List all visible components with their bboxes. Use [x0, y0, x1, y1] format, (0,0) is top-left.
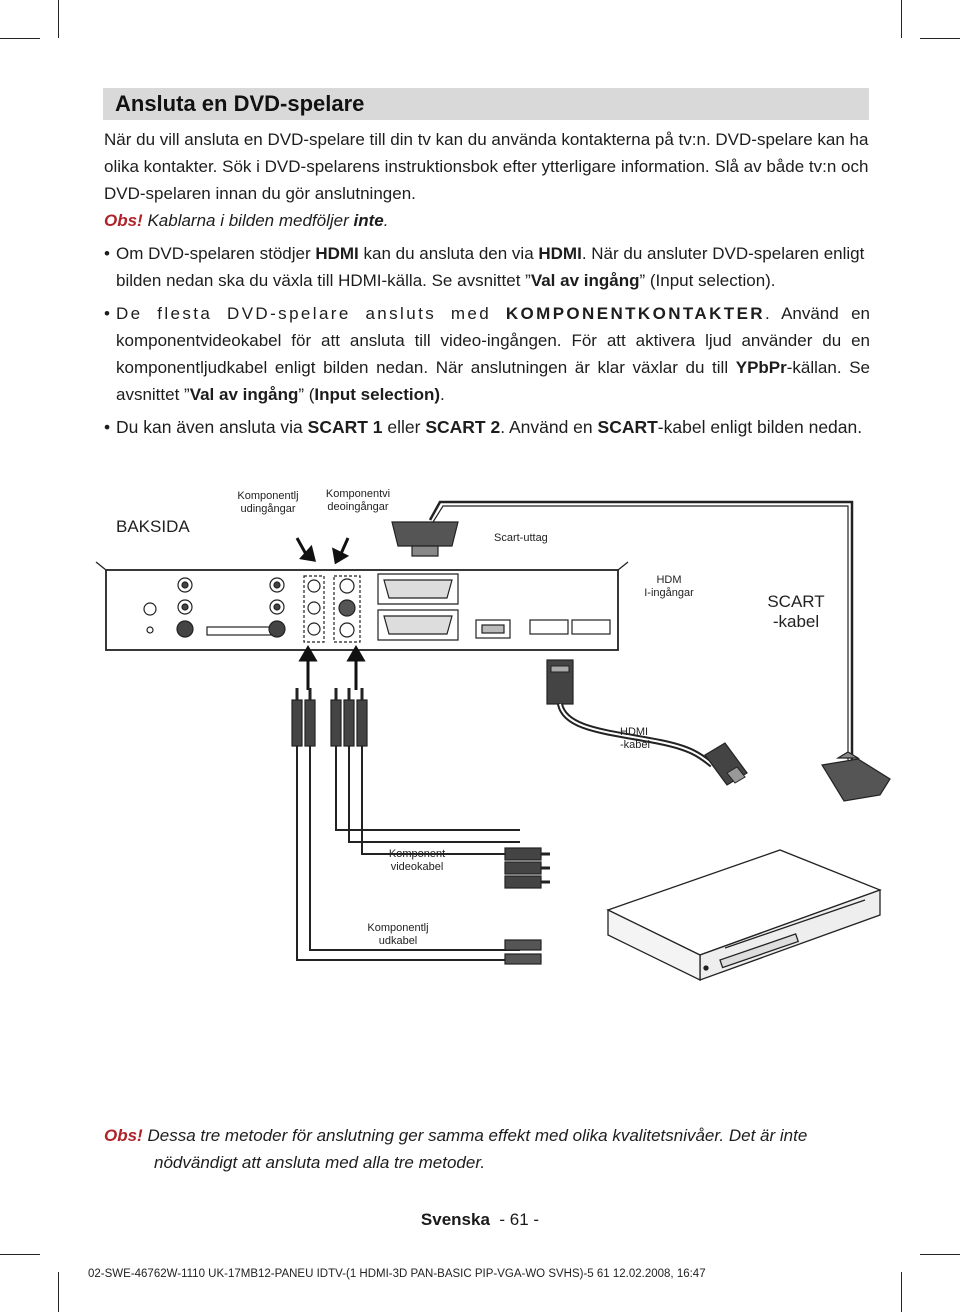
- connection-diagram-drawing: [95, 500, 891, 982]
- label-component-video-cable: Komponent videokabel: [388, 848, 446, 873]
- crop-mark: [0, 38, 40, 39]
- rca-plugs: [291, 688, 368, 747]
- label-scart-uttag: Scart-uttag: [494, 532, 548, 544]
- label-component-video-inputs: Komponentvi deoingångar: [325, 488, 391, 513]
- cables-note: Obs! Kablarna i bilden medföljer inte.: [104, 211, 389, 230]
- intro-paragraph: När du vill ansluta en DVD-spelare till …: [104, 130, 869, 203]
- scart-plug-bottom: [821, 751, 891, 802]
- component-video-cable-ends: [504, 847, 550, 889]
- tv-jacks: [143, 575, 361, 643]
- crop-mark: [901, 0, 902, 38]
- crop-mark: [920, 38, 960, 39]
- dvd-player: [606, 849, 882, 982]
- page-number: Svenska - 61 -: [420, 1210, 540, 1229]
- scart-plug-top: [391, 521, 459, 557]
- label-component-audio-outputs: Komponentlj udingångar: [237, 490, 299, 515]
- hdmi-cable: [546, 659, 748, 786]
- bullet-hdmi: •Om DVD-spelaren stödjer HDMI kan du ans…: [104, 244, 865, 290]
- footnote: Obs! Dessa tre metoder för anslutning ge…: [104, 1126, 808, 1172]
- body-text: När du vill ansluta en DVD-spelare till …: [104, 126, 870, 441]
- component-cables: [296, 746, 520, 961]
- crop-mark: [58, 1272, 59, 1312]
- scart-cable: [428, 500, 854, 760]
- component-audio-cable-ends: [504, 939, 542, 965]
- bullet-component: •De flesta DVD-spelare ansluts med KOMPO…: [104, 304, 870, 404]
- section-title-bar: Ansluta en DVD-spelare: [103, 88, 869, 120]
- crop-mark: [58, 0, 59, 38]
- crop-mark: [920, 1254, 960, 1255]
- print-slug: 02-SWE-46762W-1110 UK-17MB12-PANEU IDTV-…: [88, 1268, 706, 1280]
- label-component-audio-cable: Komponentlj udkabel: [367, 922, 429, 947]
- label-hdmi-inputs: HDM I-ingångar: [644, 574, 694, 599]
- label-scart-cable: SCART -kabel: [767, 592, 825, 631]
- label-baksida: BAKSIDA: [116, 517, 190, 536]
- crop-mark: [901, 1272, 902, 1312]
- label-hdmi-cable: HDMI -kabel: [620, 726, 650, 751]
- connection-diagram: BAKSIDA Komponentlj udingångar Komponent…: [0, 480, 960, 1120]
- tv-scart-sockets: [377, 573, 611, 641]
- arrows: [295, 537, 366, 690]
- page-title: Ansluta en DVD-spelare: [115, 91, 365, 116]
- crop-mark: [0, 1254, 40, 1255]
- bullet-scart: •Du kan även ansluta via SCART 1 eller S…: [104, 417, 863, 437]
